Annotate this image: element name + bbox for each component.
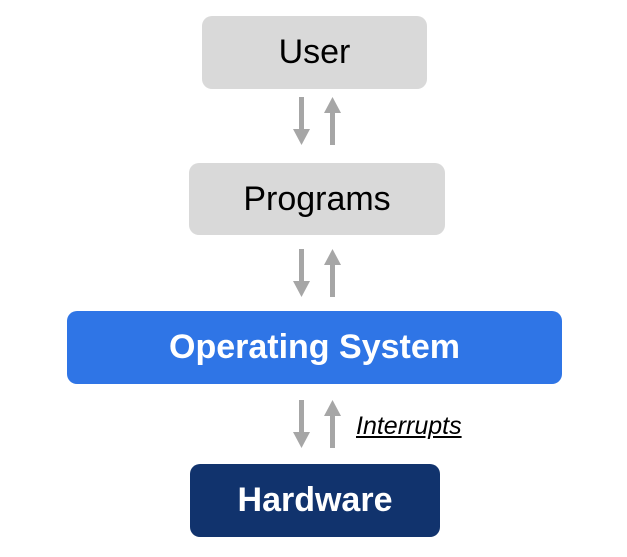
up-arrow-icon [324,400,341,448]
down-arrow-icon [293,249,310,297]
user-box: User [202,16,427,89]
up-arrow-icon [324,249,341,297]
hardware-box: Hardware [190,464,440,537]
programs-box: Programs [189,163,445,235]
up-arrow-icon [324,97,341,145]
user-label: User [278,33,351,71]
down-arrow-icon [293,400,310,448]
operating-system-label: Operating System [169,328,460,366]
programs-label: Programs [243,179,391,218]
hardware-label: Hardware [237,481,393,519]
down-arrow-icon [293,97,310,145]
interrupts-label: Interrupts [356,412,462,440]
operating-system-box: Operating System [67,311,562,384]
